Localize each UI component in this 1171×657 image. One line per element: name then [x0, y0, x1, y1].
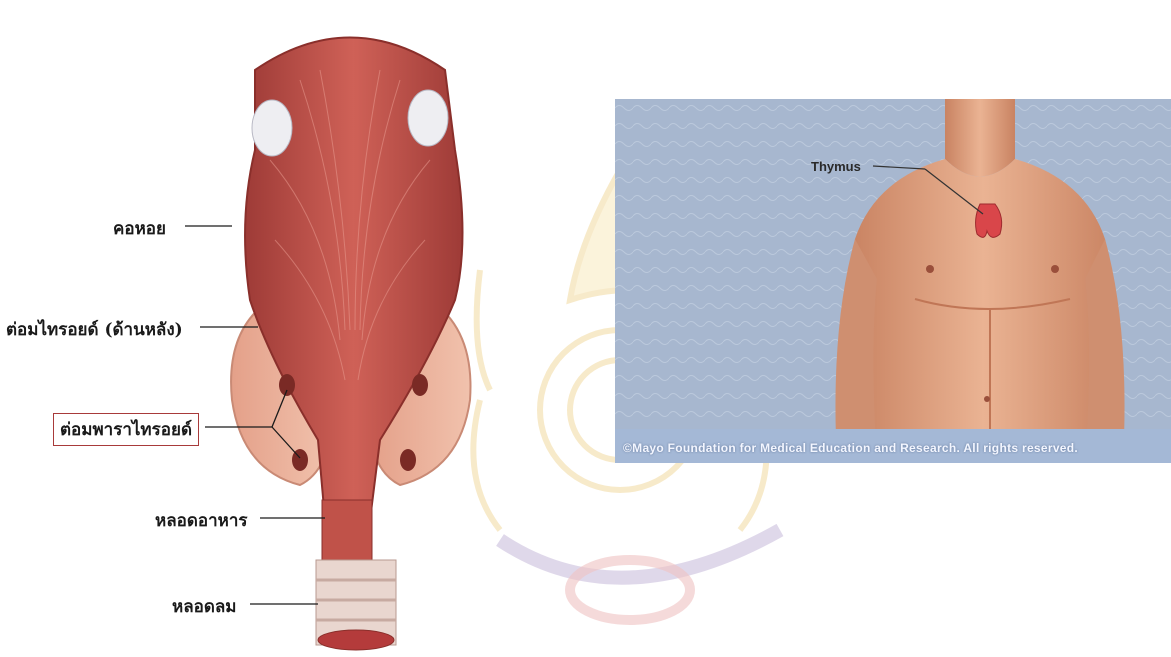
thyroid-label: ต่อมไทรอยด์ (ด้านหลัง) — [6, 316, 183, 343]
parathyroid-gland — [279, 374, 295, 396]
trachea-label: หลอดลม — [172, 593, 237, 620]
pharynx-label: คอหอย — [113, 215, 166, 242]
trachea — [316, 560, 396, 650]
thymus-label: Thymus — [811, 159, 861, 174]
parathyroid-label: ต่อมพาราไทรอยด์ — [53, 413, 199, 446]
parathyroid-gland — [412, 374, 428, 396]
copyright-text: ©Mayo Foundation for Medical Education a… — [623, 441, 1078, 455]
esophagus-label: หลอดอาหาร — [155, 507, 248, 534]
parathyroid-gland — [400, 449, 416, 471]
esophagus — [322, 500, 372, 560]
torso-drawing — [615, 99, 1171, 463]
thymus-illustration: Thymus ©Mayo Foundation for Medical Educ… — [615, 99, 1171, 463]
thymus-organ — [976, 204, 1002, 237]
